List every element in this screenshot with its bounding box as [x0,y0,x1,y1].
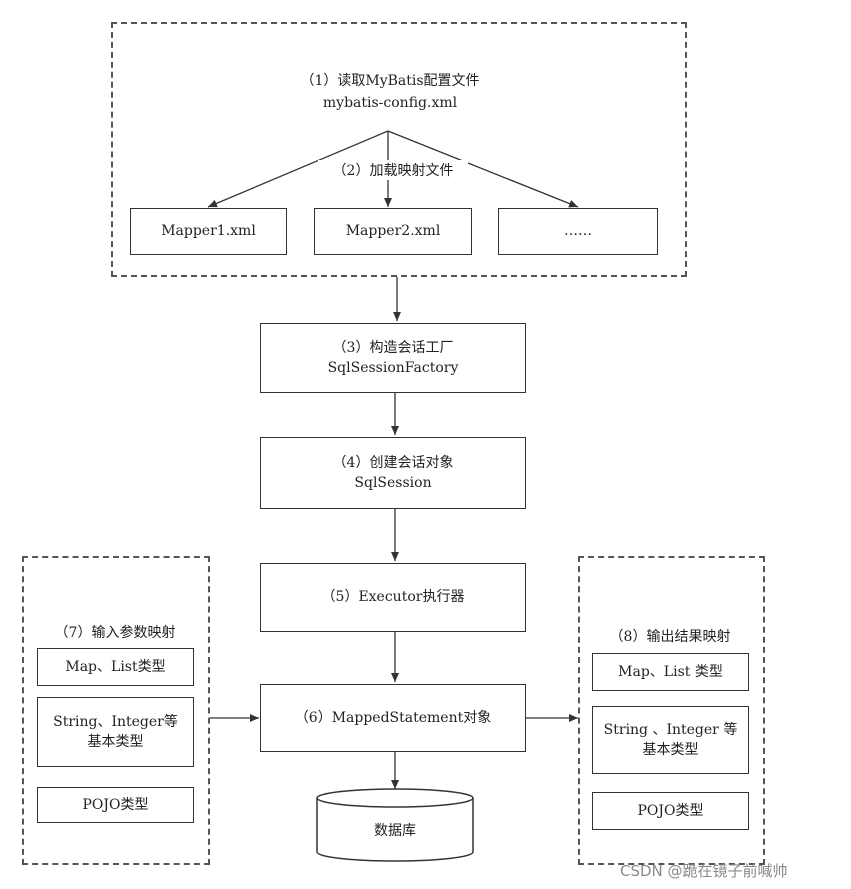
mapper-2-label: Mapper2.xml [345,223,441,240]
output-mapping-title: （8）输出结果映射 [609,629,731,645]
database-cylinder [316,788,474,862]
config-loading-group [111,22,687,277]
mapper-1-label: Mapper1.xml [161,223,256,240]
input-mapping-group [22,556,210,865]
input-item-3: POJO类型 [82,796,149,813]
arrow-config-to-mapper3 [387,130,579,208]
input-item-1: Map、List类型 [65,658,166,675]
sql-session-box: （4）创建会话对象 SqlSession [260,437,526,509]
output-item-3: POJO类型 [637,802,704,819]
output-item-2: String 、Integer 等 基本类型 [603,721,738,758]
mapped-statement-box: （6）MappedStatement对象 [260,684,526,752]
output-map-list-box: Map、List 类型 [592,653,749,691]
step3-title: （3）构造会话工厂 [332,339,454,356]
mapper-3-label: …… [564,223,592,240]
step6-label: （6）MappedStatement对象 [294,709,492,726]
output-item-1: Map、List 类型 [618,663,723,680]
input-item-2: String、Integer等 基本类型 [53,713,178,750]
step2-label: （2）加载映射文件 [318,160,468,180]
mapper-box-3: …… [498,208,658,255]
input-map-list-box: Map、List类型 [37,648,194,686]
output-basic-types-box: String 、Integer 等 基本类型 [592,706,749,774]
csdn-watermark: CSDN @跪在镜子前喊帅 [620,862,788,880]
arrow-config-to-mapper1 [207,130,389,208]
session-factory-box: （3）构造会话工厂 SqlSessionFactory [260,323,526,393]
output-pojo-box: POJO类型 [592,792,749,830]
step4-title: （4）创建会话对象 [332,454,454,471]
output-mapping-group [578,556,765,865]
database-label: 数据库 [374,823,416,839]
mapper-box-2: Mapper2.xml [314,208,472,255]
input-basic-types-box: String、Integer等 基本类型 [37,697,194,767]
step1-title: （1）读取MyBatis配置文件 [300,73,480,89]
step4-class: SqlSession [354,475,432,491]
step1-label: （1）读取MyBatis配置文件 mybatis-config.xml [250,70,530,114]
step3-class: SqlSessionFactory [327,360,459,376]
executor-box: （5）Executor执行器 [260,563,526,632]
input-mapping-title: （7）输入参数映射 [54,625,176,641]
mapper-box-1: Mapper1.xml [130,208,287,255]
input-pojo-box: POJO类型 [37,787,194,823]
step1-filename: mybatis-config.xml [322,95,458,111]
step5-label: （5）Executor执行器 [321,589,465,606]
